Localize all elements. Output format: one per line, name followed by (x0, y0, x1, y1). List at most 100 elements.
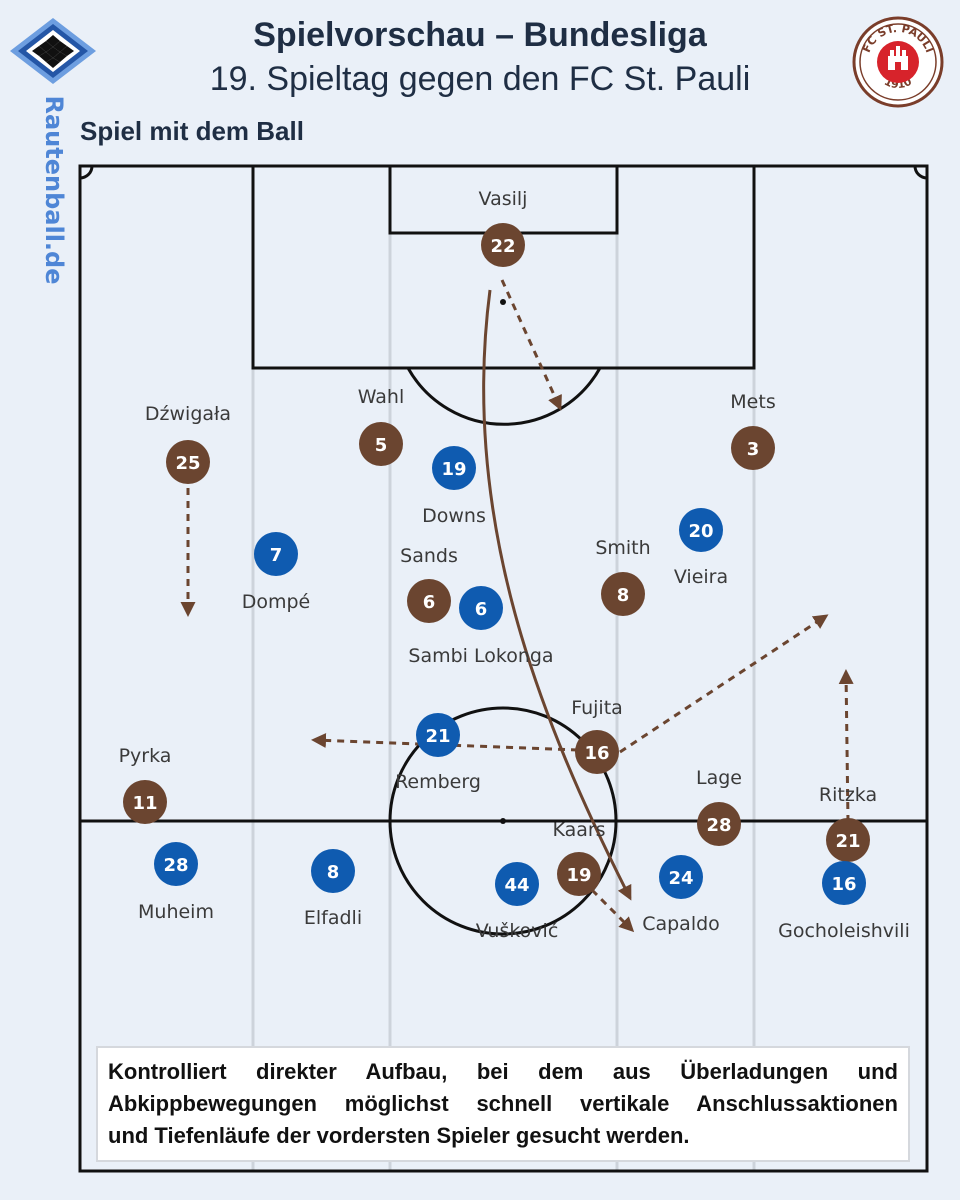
player-name: Downs (422, 505, 486, 527)
player-marker (154, 842, 198, 886)
player-number: 8 (327, 862, 340, 883)
player-name: Sambi Lokonga (408, 645, 553, 667)
player-number: 21 (425, 726, 450, 747)
arrow-fujita-right (619, 614, 829, 754)
player-name: Kaars (552, 819, 605, 841)
player-name: Sands (400, 545, 458, 567)
player-marker (407, 579, 451, 623)
player-number: 6 (475, 599, 488, 620)
st-pauli-badge-logo: FC ST. PAULI 1910 (852, 16, 944, 108)
player-number: 44 (504, 875, 529, 896)
center-spot (500, 818, 506, 824)
player-marker (166, 440, 210, 484)
player-number: 6 (423, 592, 436, 613)
player-name: Wahl (358, 386, 405, 408)
player-number: 25 (175, 453, 200, 474)
player-marker (679, 508, 723, 552)
page-subtitle: 19. Spieltag gegen den FC St. Pauli (209, 60, 751, 98)
player-marker (697, 802, 741, 846)
player-marker (575, 730, 619, 774)
player-name: Mets (730, 391, 775, 413)
player-name: Dompé (242, 591, 311, 613)
player-marker (822, 861, 866, 905)
player-marker (123, 780, 167, 824)
pitch-markings (78, 164, 929, 1173)
player-home-kaars: 19 Kaars (552, 819, 606, 896)
player-marker (416, 713, 460, 757)
player-name: Vušković (476, 920, 559, 942)
player-number: 22 (490, 236, 515, 257)
player-number: 16 (831, 874, 856, 895)
hsv-diamond-logo (8, 16, 98, 86)
player-number: 5 (375, 435, 388, 456)
player-marker (659, 855, 703, 899)
player-name: Vasilj (479, 188, 528, 210)
player-name: Pyrka (119, 745, 172, 767)
player-marker (731, 426, 775, 470)
player-name: Fujita (571, 697, 623, 719)
player-marker (359, 422, 403, 466)
player-home-fujita: 16 Fujita (571, 697, 623, 774)
player-name: Dźwigała (145, 403, 231, 425)
player-name: Vieira (674, 566, 728, 588)
caption-line-2: Abkippbewegungen möglichst schnell verti… (108, 1091, 898, 1116)
page-title: Spielvorschau – Bundesliga (253, 16, 707, 54)
players-layer: 22 Vasilj 25 Dźwigała 5 Wahl 3 Mets 6 Sands 8 Smith… (119, 188, 910, 942)
player-name: Muheim (138, 901, 214, 923)
player-number: 24 (668, 868, 693, 889)
tactical-caption: Kontrolliert direkter Aufbau, bei dem au… (96, 1046, 910, 1162)
player-number: 19 (441, 459, 466, 480)
player-marker (481, 223, 525, 267)
player-number: 11 (132, 793, 157, 814)
player-name: Capaldo (642, 913, 720, 935)
player-name: Elfadli (304, 907, 362, 929)
player-number: 21 (835, 831, 860, 852)
arrow-kaars-run (590, 888, 635, 933)
player-home-pyrka: 11 Pyrka (119, 745, 172, 824)
player-home-wahl: 5 Wahl (358, 386, 405, 466)
player-number: 8 (617, 585, 630, 606)
player-home-mets: 3 Mets (730, 391, 776, 470)
player-marker (432, 446, 476, 490)
arrow-long-ball (482, 289, 632, 901)
player-marker (826, 818, 870, 862)
arrow-vasilj-pass (500, 279, 562, 411)
player-home-vasilj: 22 Vasilj (479, 188, 528, 267)
player-number: 28 (163, 855, 188, 876)
caption-line-3: und Tiefenläufe der vordersten Spieler g… (108, 1123, 690, 1148)
player-name: Smith (595, 537, 650, 559)
player-home-dzwiga-a: 25 Dźwigała (145, 403, 231, 484)
player-name: Remberg (395, 771, 481, 793)
caption-line-1: Kontrolliert direkter Aufbau, bei dem au… (108, 1059, 898, 1084)
player-home-sands: 6 Sands (400, 545, 458, 623)
player-name: Lage (696, 767, 742, 789)
player-home-smith: 8 Smith (595, 537, 651, 616)
player-number: 19 (566, 865, 591, 886)
player-marker (495, 862, 539, 906)
player-marker (601, 572, 645, 616)
penalty-spot (500, 299, 506, 305)
pitch-lane-lines (251, 168, 756, 1170)
player-number: 3 (747, 439, 760, 460)
player-number: 7 (270, 545, 283, 566)
player-number: 20 (688, 521, 713, 542)
player-marker (311, 849, 355, 893)
section-heading: Spiel mit dem Ball (80, 116, 304, 146)
player-marker (254, 532, 298, 576)
player-number: 16 (584, 743, 609, 764)
player-marker (459, 586, 503, 630)
player-name: Gocholeishvili (778, 920, 910, 942)
